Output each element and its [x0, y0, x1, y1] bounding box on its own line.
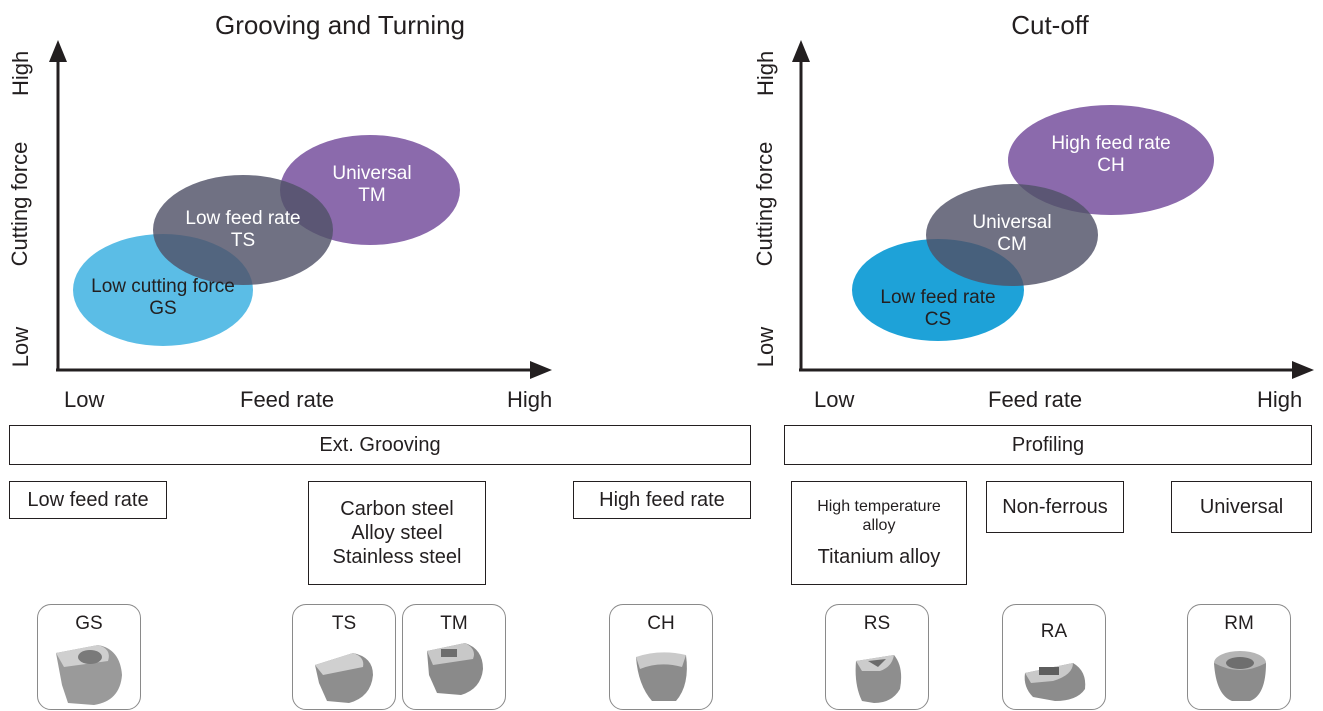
left-ellipse-ts: [153, 175, 333, 285]
right-y-arrow-icon: [792, 40, 810, 62]
right-x-arrow-icon: [1292, 361, 1314, 379]
right-y-low: Low: [753, 326, 778, 368]
left-y-high: High: [8, 50, 33, 96]
left-x-low: Low: [64, 387, 105, 412]
insert-icon: [1214, 651, 1266, 701]
right-x-low: Low: [814, 387, 855, 412]
insert-label: TM: [440, 613, 468, 634]
left-y-label: Cutting force: [7, 141, 32, 267]
insert-card-ch[interactable]: CH: [609, 604, 713, 710]
insert-card-gs[interactable]: GS: [37, 604, 141, 710]
insert-label: RS: [863, 613, 891, 634]
right-y-label: Cutting force: [752, 141, 777, 267]
right-ellipse-cm: [926, 184, 1098, 286]
insert-label: RM: [1224, 613, 1254, 634]
left-y-low: Low: [8, 326, 33, 368]
category-high-temp-titanium: High temperature alloy Titanium alloy: [791, 481, 967, 585]
right-title: Cut-off: [1011, 10, 1089, 40]
insert-label: TS: [331, 613, 357, 634]
category-steels: Carbon steel Alloy steel Stainless steel: [308, 481, 486, 585]
ext-grooving-band: Ext. Grooving: [9, 425, 751, 465]
left-x-label: Feed rate: [240, 387, 335, 412]
right-x-high: High: [1257, 387, 1303, 412]
insert-label: GS: [75, 613, 103, 634]
insert-icon: [1024, 663, 1086, 701]
insert-icon: [636, 652, 687, 701]
insert-label: RA: [1040, 621, 1068, 642]
insert-card-rm[interactable]: RM: [1187, 604, 1291, 710]
insert-icon: [427, 643, 483, 695]
insert-icon: [56, 645, 122, 705]
left-y-arrow-icon: [49, 40, 67, 62]
left-x-arrow-icon: [530, 361, 552, 379]
category-non-ferrous: Non-ferrous: [986, 481, 1124, 533]
category-low-feed-rate: Low feed rate: [9, 481, 167, 519]
insert-card-tm[interactable]: TM: [402, 604, 506, 710]
left-x-high: High: [507, 387, 553, 412]
insert-icon: [855, 655, 902, 703]
right-x-label: Feed rate: [988, 387, 1083, 412]
right-ellipse-ch: [1008, 105, 1214, 215]
right-y-high: High: [753, 50, 778, 96]
insert-card-rs[interactable]: RS: [825, 604, 929, 710]
insert-card-ra[interactable]: RA: [1002, 604, 1106, 710]
left-title: Grooving and Turning: [214, 10, 466, 40]
insert-label: CH: [647, 613, 675, 634]
category-universal: Universal: [1171, 481, 1312, 533]
category-high-feed-rate: High feed rate: [573, 481, 751, 519]
insert-card-ts[interactable]: TS: [292, 604, 396, 710]
profiling-band: Profiling: [784, 425, 1312, 465]
insert-icon: [315, 653, 373, 703]
